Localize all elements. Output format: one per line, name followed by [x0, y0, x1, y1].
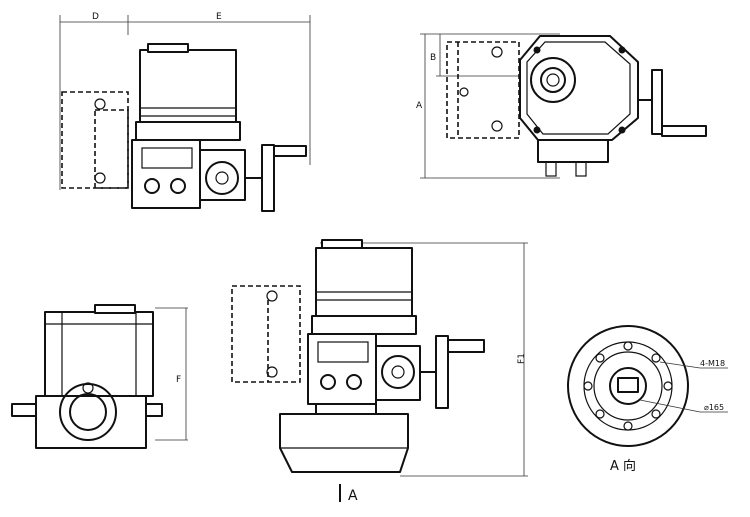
view-a-title: A 向: [610, 458, 636, 474]
arrow-a-label: A: [348, 488, 358, 504]
flange-view-a: 4-M18 ⌀165 A 向: [567, 325, 728, 474]
dim-b-label: B: [430, 53, 436, 63]
main-view-actuator: F1 A: [231, 239, 528, 504]
front-view-actuator: D E: [59, 12, 311, 212]
side-view-actuator: A B C: [416, 33, 707, 179]
end-view-actuator: F: [11, 304, 188, 449]
bolt-circle-callout: ⌀165: [704, 403, 724, 412]
dim-f-label: F: [176, 375, 181, 385]
bolt-thread-callout: 4-M18: [700, 359, 725, 368]
dim-a-label: A: [416, 101, 423, 111]
dim-f1-label: F1: [517, 353, 527, 364]
dim-d-label: D: [92, 12, 99, 22]
dim-e-label: E: [216, 12, 222, 22]
